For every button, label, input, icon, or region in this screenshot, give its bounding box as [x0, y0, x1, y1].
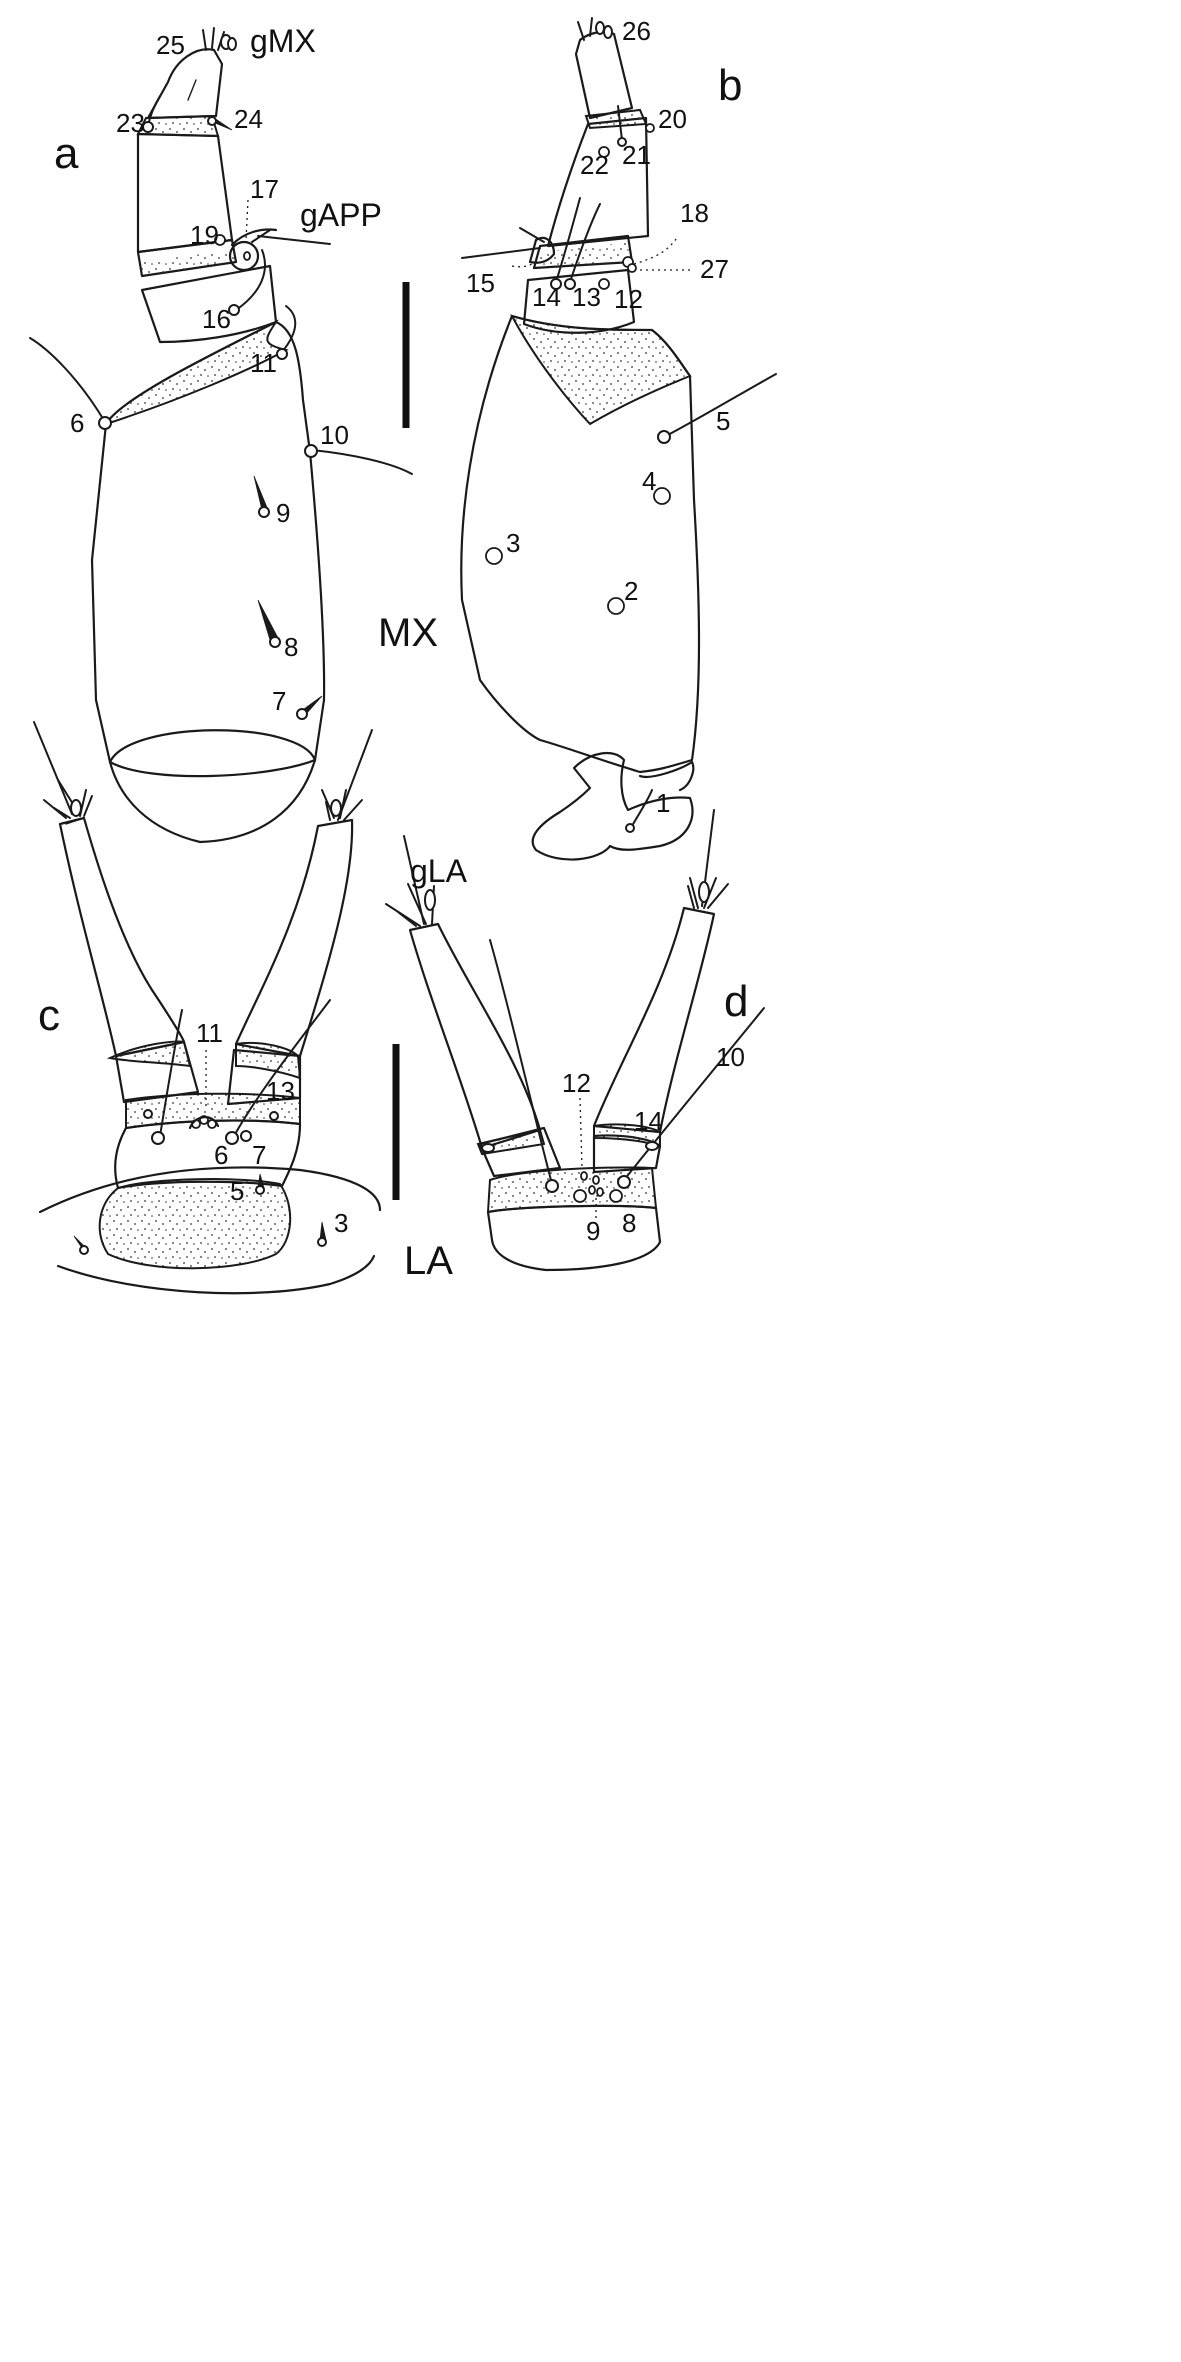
- seta-b-3: 3: [506, 528, 520, 558]
- seta-b-22: 22: [580, 150, 609, 180]
- seta-a-10: 10: [320, 420, 349, 450]
- seta-b-4: 4: [642, 466, 656, 496]
- seta-d-8: 8: [622, 1208, 636, 1238]
- seta-c-11: 11: [196, 1018, 223, 1048]
- seta-a-23: 23: [116, 108, 145, 138]
- seta-b-2: 2: [624, 576, 638, 606]
- seta-b-5: 5: [716, 406, 730, 436]
- seta-b-18: 18: [680, 198, 709, 228]
- seta-d-14: 14: [634, 1106, 663, 1136]
- seta-a-16: 16: [202, 304, 231, 334]
- seta-a-17: 17: [250, 174, 279, 204]
- seta-b-14: 14: [532, 282, 561, 312]
- seta-d-9: 9: [586, 1216, 600, 1246]
- seta-c-13: 13: [266, 1076, 295, 1106]
- panel-a-letter: a: [54, 129, 79, 178]
- seta-b-13: 13: [572, 282, 601, 312]
- seta-a-24: 24: [234, 104, 263, 134]
- seta-c-3: 3: [334, 1208, 348, 1238]
- seta-b-15: 15: [466, 268, 495, 298]
- panel-d-letter: d: [724, 977, 748, 1026]
- panel-b-letter: b: [718, 61, 742, 110]
- label-gMX: gMX: [250, 23, 316, 59]
- seta-a-8: 8: [284, 632, 298, 662]
- panel-a-maxilla: a gMX gAPP 25 23 24 17 19 16 11 6 10 9 8…: [29, 23, 413, 844]
- seta-d-10: 10: [716, 1042, 745, 1072]
- label-gLA: gLA: [410, 853, 468, 889]
- seta-c-6: 6: [214, 1140, 228, 1170]
- seta-a-9: 9: [276, 498, 290, 528]
- seta-b-1: 1: [656, 788, 670, 818]
- seta-b-26: 26: [622, 16, 651, 46]
- seta-c-5: 5: [230, 1176, 244, 1206]
- panel-b-maxilla: b 26 20 21 22 18 15 14 13 12 27 5 4 3 2 …: [460, 16, 777, 861]
- seta-a-6: 6: [70, 408, 84, 438]
- seta-b-27: 27: [700, 254, 729, 284]
- seta-b-20: 20: [658, 104, 687, 134]
- panel-c-letter: c: [38, 991, 60, 1040]
- seta-d-12: 12: [562, 1068, 591, 1098]
- seta-b-21: 21: [622, 140, 651, 170]
- label-gAPP: gAPP: [300, 197, 382, 233]
- seta-a-19: 19: [190, 220, 219, 250]
- label-LA: LA: [404, 1239, 453, 1283]
- seta-a-11: 11: [250, 348, 277, 378]
- seta-b-12: 12: [614, 284, 643, 314]
- panel-c-labium: c 11 13 6 7 5 3: [33, 721, 382, 1295]
- panel-d-labium: d gLA 12 14 10 9 8: [385, 809, 765, 1272]
- seta-c-7: 7: [252, 1140, 266, 1170]
- seta-a-7: 7: [272, 686, 286, 716]
- seta-a-25: 25: [156, 30, 185, 60]
- label-MX: MX: [378, 611, 438, 655]
